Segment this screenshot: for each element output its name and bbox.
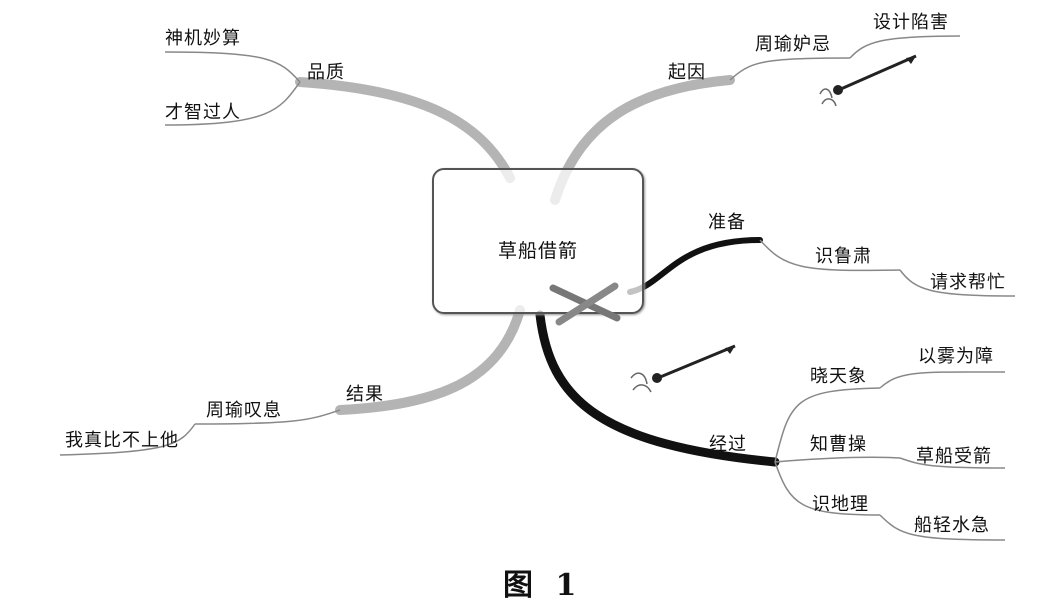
process-leaf-3: 船轻水急: [914, 515, 990, 536]
line-process-1: [774, 387, 881, 463]
branch-preparation-label: 准备: [708, 212, 746, 233]
line-quality-2: [164, 81, 301, 126]
arrow-icon-top: [819, 54, 917, 107]
process-leaf-2: 草船受箭: [916, 446, 992, 467]
branch-process-label: 经过: [709, 434, 747, 455]
process-leaf-1: 以雾为障: [918, 346, 994, 367]
line-prep-1: [759, 239, 901, 272]
line-process-2: [774, 456, 901, 463]
result-child: 周瑜叹息: [206, 400, 282, 421]
quality-child-1: 神机妙算: [165, 28, 241, 49]
branch-result-line: [335, 305, 525, 415]
cause-grandchild: 设计陷害: [873, 12, 949, 33]
process-child-1: 晓天象: [810, 366, 867, 387]
line-cause-1: [729, 57, 851, 81]
branch-quality-line: [295, 77, 515, 183]
preparation-child: 识鲁肃: [815, 246, 872, 267]
line-process-3: [774, 461, 881, 516]
figure-caption: 图 1: [503, 568, 583, 603]
quality-child-2: 才智过人: [165, 102, 241, 123]
branch-process-line: [535, 310, 780, 467]
branch-preparation-line: [627, 237, 763, 295]
branch-result-label: 结果: [346, 384, 384, 405]
process-child-2: 知曹操: [810, 434, 867, 455]
line-result-1: [194, 409, 341, 425]
line-cause-2: [849, 35, 961, 59]
line-quality-1: [164, 51, 301, 83]
preparation-grandchild: 请求帮忙: [930, 272, 1006, 293]
result-grandchild: 我真比不上他: [65, 430, 179, 451]
line-process-1b: [879, 371, 1006, 389]
crossed-arrows-icon: [549, 282, 621, 326]
cause-child: 周瑜妒忌: [755, 34, 831, 55]
line-result-2: [59, 423, 196, 456]
line-process-3b: [879, 514, 1006, 541]
arrow-icon-middle: [630, 344, 736, 393]
branch-quality-label: 品质: [307, 62, 345, 83]
center-node-title: 草船借箭: [498, 240, 579, 262]
line-prep-2: [899, 269, 1016, 297]
line-process-2b: [899, 457, 1006, 469]
process-child-3: 识地理: [812, 494, 869, 515]
branch-cause-label: 起因: [668, 62, 706, 83]
